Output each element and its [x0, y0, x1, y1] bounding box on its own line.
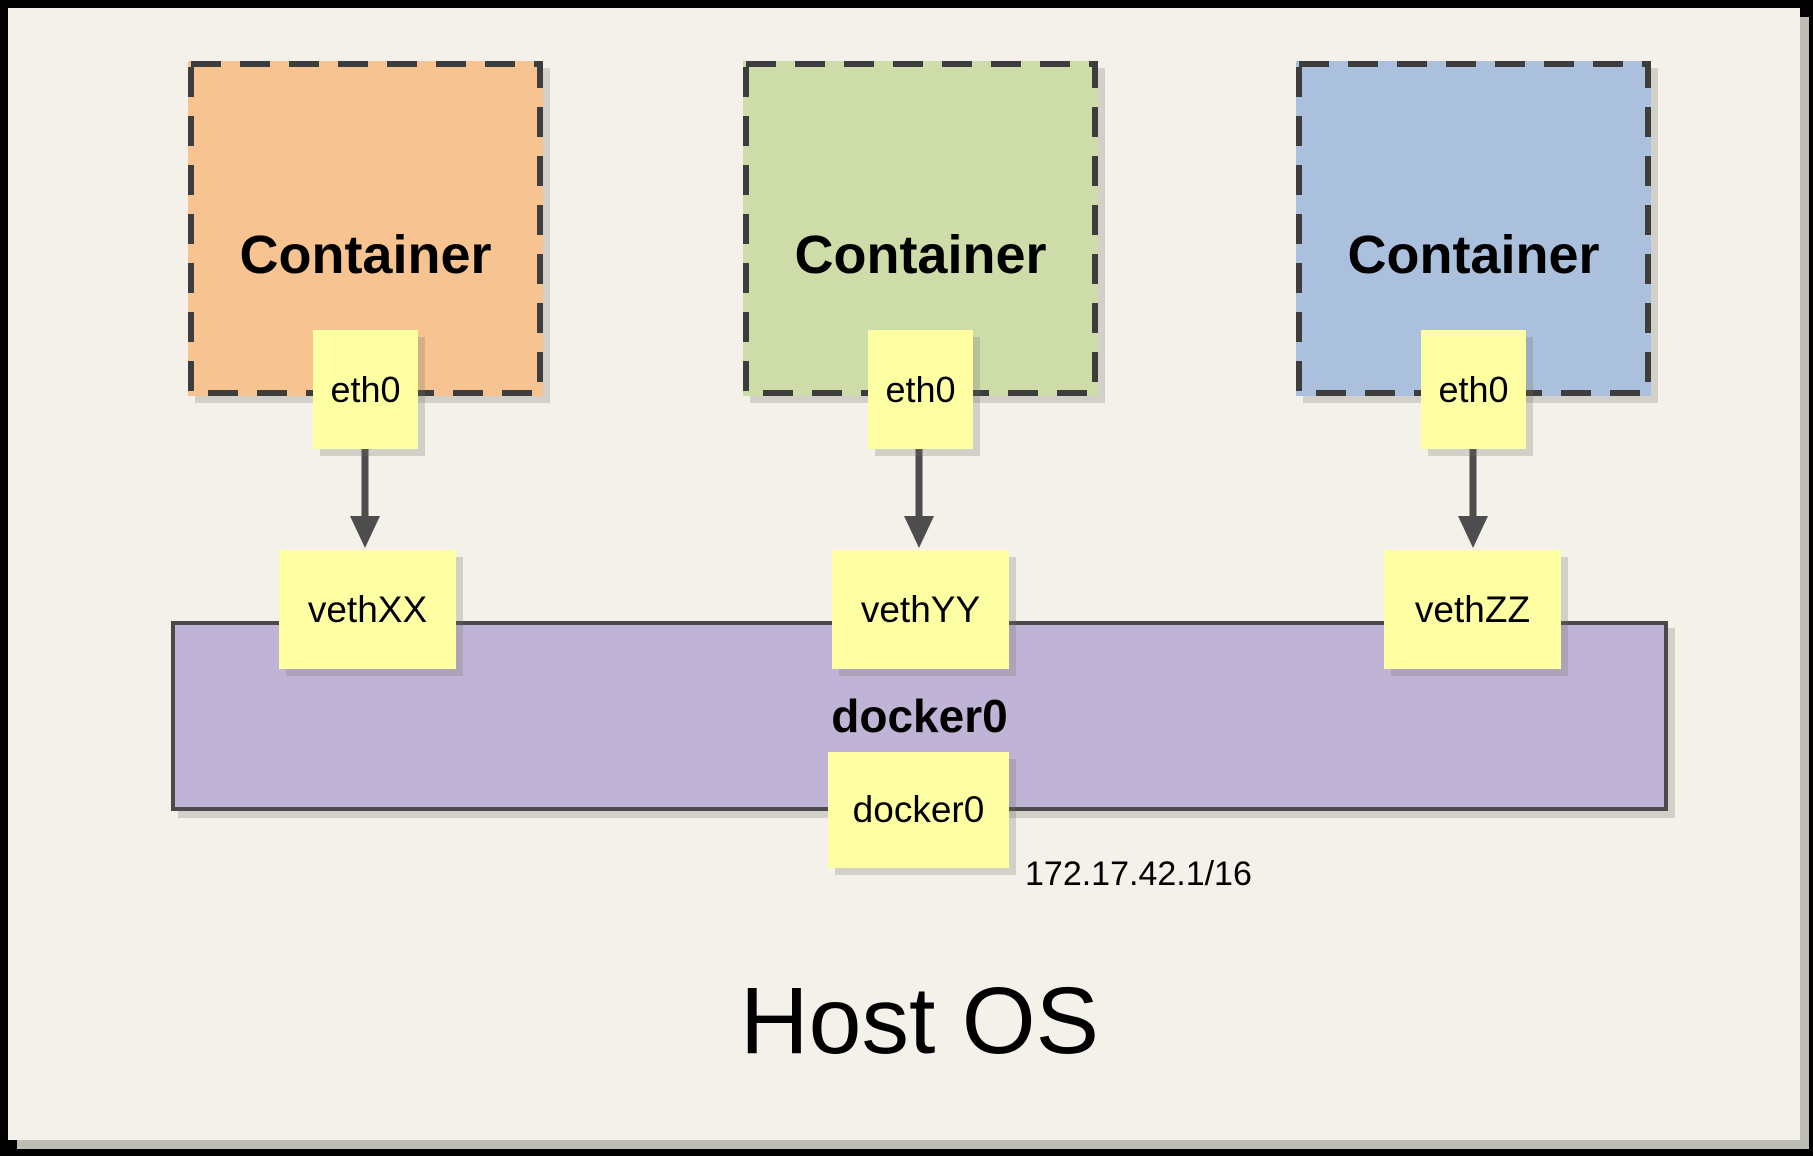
container-box: Container eth0 [188, 61, 543, 449]
vethzz-node: vethZZ [1384, 550, 1561, 669]
host-os-label: Host OS [740, 968, 1099, 1074]
vethxx-label: vethXX [307, 588, 428, 630]
eth0-node: eth0 [868, 330, 973, 449]
eth0-node: eth0 [1421, 330, 1526, 449]
eth0-label: eth0 [885, 368, 956, 410]
eth0-label: eth0 [330, 368, 401, 410]
bridge-ip-label: 172.17.42.1/16 [1025, 855, 1252, 893]
docker0-bridge-title: docker0 [831, 690, 1008, 742]
docker0-interface-label: docker0 [852, 789, 985, 830]
container-title: Container [1347, 225, 1600, 285]
container-box: Container eth0 [743, 61, 1098, 449]
container-box: Container eth0 [1296, 61, 1651, 449]
docker0-interface-node: docker0 [828, 752, 1009, 868]
vethyy-label: vethYY [860, 588, 981, 630]
container-title: Container [239, 225, 492, 285]
host-panel: Container eth0 Container eth0 Container … [8, 8, 1800, 1140]
container-title: Container [794, 225, 1047, 285]
vethxx-node: vethXX [279, 550, 456, 669]
vethyy-node: vethYY [832, 550, 1009, 669]
eth0-node: eth0 [313, 330, 418, 449]
vethzz-label: vethZZ [1414, 588, 1531, 630]
eth0-label: eth0 [1438, 368, 1509, 410]
